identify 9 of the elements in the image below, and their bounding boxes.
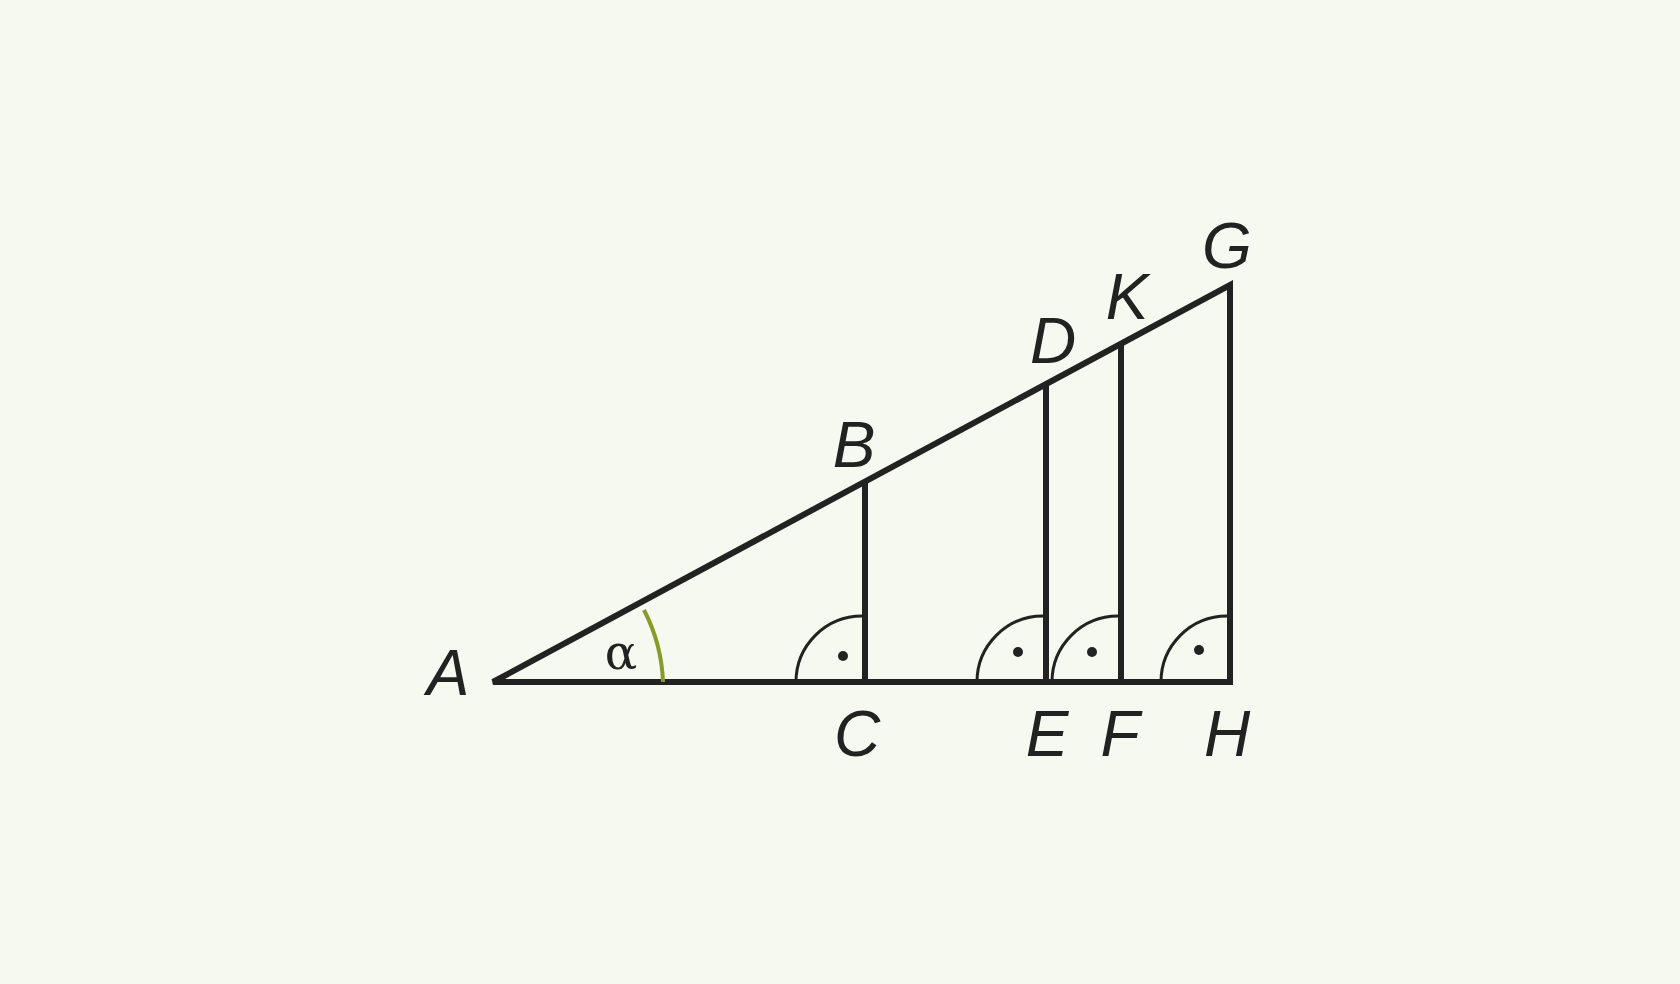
point-label: K xyxy=(1105,265,1149,329)
point-label: G xyxy=(1202,214,1252,278)
point-label: C xyxy=(833,702,881,766)
point-label: H xyxy=(1203,702,1251,766)
point-label: D xyxy=(1029,309,1077,373)
angle-label: α xyxy=(604,628,638,676)
point-label: B xyxy=(832,413,876,477)
point-label: A xyxy=(426,641,470,705)
point-label: E xyxy=(1025,702,1069,766)
